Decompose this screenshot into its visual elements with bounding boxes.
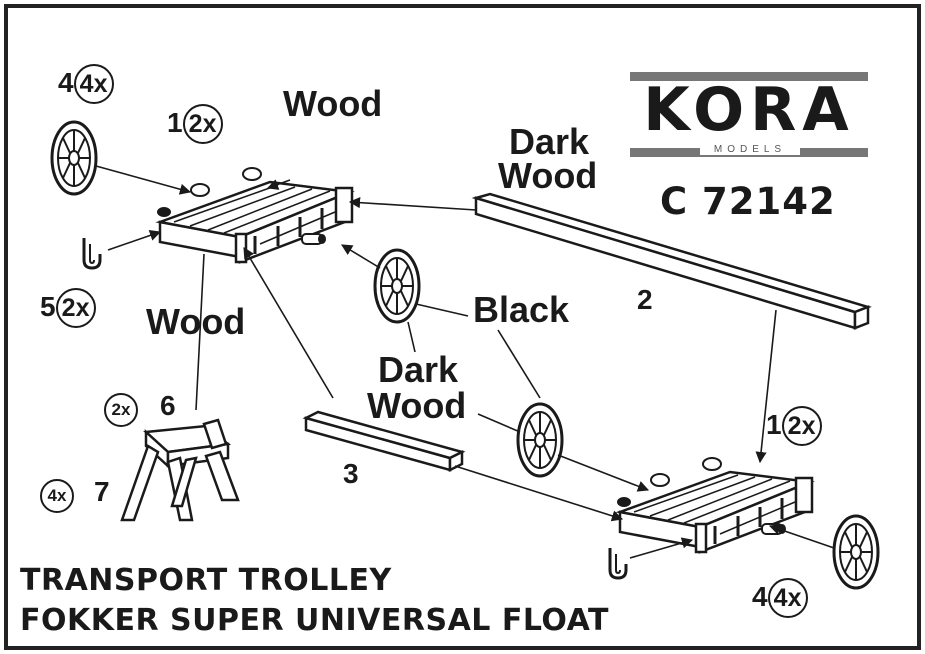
color-label-dark-wood-top: Wood: [498, 155, 598, 196]
hook-icon-part-5-top: [82, 236, 102, 270]
qty-badge: 4x: [767, 578, 808, 618]
qty-badge: 2x: [55, 288, 96, 328]
color-label-wood-left: Wood: [146, 301, 246, 342]
hook-icon-part-5-bottom: [608, 546, 628, 580]
wheel-icon-part-4-top: [50, 120, 98, 196]
brand-logo: KORA MODELS: [630, 72, 868, 160]
qty-badge: 4x: [73, 64, 114, 104]
color-label-wood-top: Wood: [283, 83, 383, 124]
wheel-icon-black: [373, 248, 421, 324]
qty-badge: 2x: [781, 406, 822, 446]
brand-name: KORA: [643, 75, 855, 145]
title-line-2: FOKKER SUPER UNIVERSAL FLOAT: [20, 603, 609, 638]
part-callout-2: 2: [637, 284, 653, 315]
beam-part-2: [471, 192, 872, 330]
trestle-stand-parts-6-7: [120, 418, 240, 522]
trolley-assembly-bottom: [615, 456, 814, 554]
qty-badge: 2x: [104, 393, 138, 427]
beam-part-3: [302, 410, 466, 473]
logo-top-bar: [630, 72, 868, 81]
frame-border: [4, 4, 921, 650]
color-label-black: Black: [473, 289, 570, 330]
qty-badge: 4x: [40, 479, 74, 513]
color-label-dark-mid: Dark: [378, 349, 459, 390]
title-line-1: TRANSPORT TROLLEY: [20, 563, 392, 598]
part-callout-3: 3: [343, 458, 359, 489]
qty-badge: 2x: [182, 104, 223, 144]
trolley-assembly-top: [155, 166, 354, 264]
kit-code: C 72142: [660, 180, 836, 223]
wheel-icon-part-4-bottom: [832, 514, 880, 590]
color-label-dark-wood-mid: Wood: [367, 385, 467, 426]
color-label-dark-top: Dark: [509, 121, 590, 162]
brand-subtitle: MODELS: [700, 145, 800, 155]
leader-lines: [95, 165, 835, 559]
wheel-icon-dark-wood: [516, 402, 564, 478]
